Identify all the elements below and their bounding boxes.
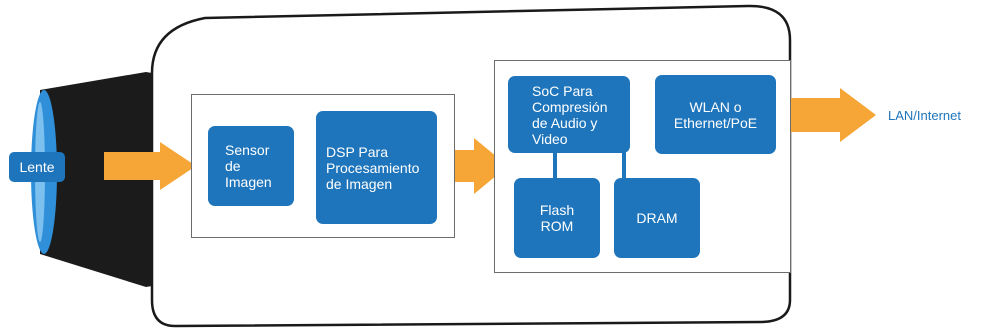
dram-block: DRAM [614, 178, 700, 258]
lan-internet-label: LAN/Internet [888, 108, 961, 123]
image-sensor-block: Sensor de Imagen [208, 126, 294, 206]
arrow-lens-to-sensor [104, 142, 196, 190]
arrow-dsp-to-soc [450, 138, 508, 194]
flash-rom-block: Flash ROM [514, 178, 600, 258]
wlan-ethernet-block: WLAN o Ethernet/PoE [655, 75, 776, 154]
arrow-wlan-to-lan [784, 88, 876, 142]
soc-compression-block: SoC Para Compresión de Audio y Video [508, 76, 630, 153]
lens-barrel [40, 72, 152, 287]
lens-label: Lente [9, 152, 65, 182]
dsp-block: DSP Para Procesamiento de Imagen [316, 111, 437, 224]
